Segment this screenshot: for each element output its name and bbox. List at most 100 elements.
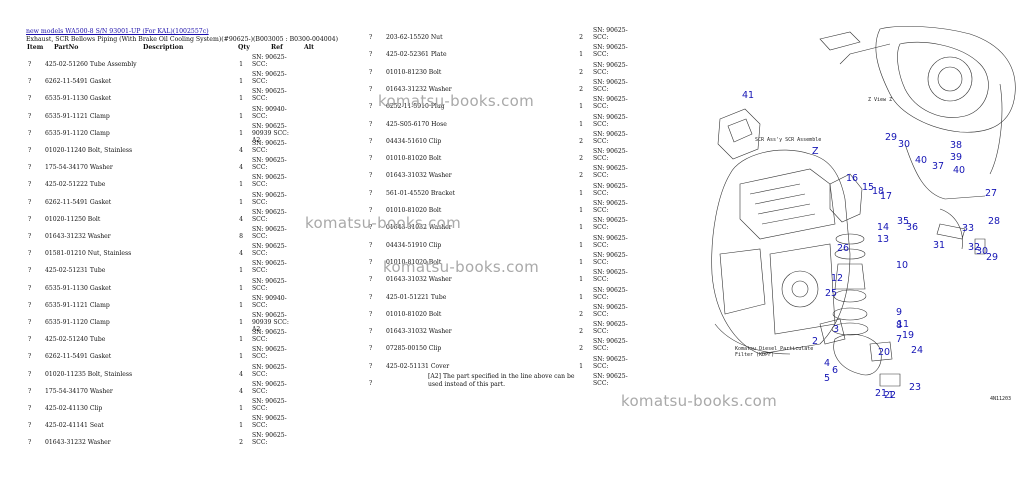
item-cell: ?	[28, 181, 32, 189]
item-cell: ?	[369, 103, 373, 111]
ref-cell: SN: 90625-90939 SCC: A2	[252, 122, 289, 144]
item-cell: ?	[369, 189, 373, 197]
exploded-view-drawing	[711, 25, 1016, 387]
callout: 37	[932, 161, 945, 172]
item-cell: ?	[369, 224, 373, 232]
part-cell: 6535-91-1130 Gasket	[45, 284, 112, 292]
part-cell: 01020-11235 Bolt, Stainless	[45, 370, 133, 378]
callout: 20	[878, 347, 891, 358]
qty-cell: 1	[239, 267, 243, 275]
qty-cell: 4	[239, 164, 243, 172]
item-cell: ?	[28, 370, 32, 378]
item-cell: ?	[28, 61, 32, 68]
item-cell: ?	[369, 258, 373, 266]
col-alt: Alt	[304, 44, 315, 51]
watermark: komatsu-books.com	[621, 392, 778, 410]
page-header: new models WA500-8 S/N 93001-UP (For KAL…	[26, 28, 338, 44]
callout: Z	[812, 146, 819, 157]
part-cell: 6252-11-5910 Plug	[386, 103, 445, 111]
watermark: komatsu-books.com	[378, 92, 535, 110]
callout: 10	[896, 260, 909, 271]
item-cell: ?	[28, 215, 32, 223]
ref-cell: SN: 90625- SCC:	[593, 286, 628, 301]
part-cell: 01643-31232 Washer	[386, 85, 452, 93]
qty-cell: 1	[579, 189, 583, 197]
qty-cell: 1	[239, 353, 243, 361]
ref-cell: SN: 90940- SCC:	[252, 105, 287, 120]
ref-cell: SN: 90625- SCC:	[593, 130, 628, 145]
item-cell: ?	[28, 319, 32, 326]
ref-cell: SN: 90625- SCC:	[252, 226, 287, 240]
part-cell: 425-02-52361 Plate	[386, 51, 447, 59]
part-cell: 6535-91-1120 Clamp	[45, 129, 110, 137]
callout: 40	[915, 155, 928, 166]
qty-cell: 2	[579, 172, 583, 180]
qty-cell: 4	[239, 215, 243, 223]
ref-cell: SN: 90625- SCC:	[593, 338, 628, 353]
part-cell: 01010-81020 Bolt	[386, 258, 442, 266]
callout: 2	[812, 336, 819, 347]
callout: 27	[985, 188, 998, 199]
ref-cell: SN: 90625- SCC:	[593, 27, 628, 41]
callout: 18	[872, 186, 885, 197]
qty-cell: 1	[579, 224, 583, 232]
part-cell: 01010-81230 Bolt	[386, 68, 442, 76]
ref-cell: SN: 90625- SCC:	[593, 217, 628, 232]
part-cell: 425-02-41141 Seat	[45, 422, 104, 430]
part-cell: 175-54-34170 Washer	[45, 387, 113, 395]
item-cell: ?	[369, 85, 373, 93]
part-cell: 425-02-51222 Tube	[45, 181, 106, 189]
item-cell: ?	[369, 328, 373, 336]
item-cell: ?	[28, 147, 32, 154]
qty-cell: 2	[579, 155, 583, 163]
callout: 12	[831, 273, 844, 284]
part-cell: 01643-31032 Washer	[386, 172, 452, 180]
qty-cell: 1	[239, 61, 243, 68]
ref-cell: SN: 90625- SCC:	[252, 140, 287, 154]
qty-cell: 1	[579, 276, 583, 284]
model-link[interactable]: new models WA500-8 S/N 93001-UP (For KAL…	[26, 28, 209, 35]
qty-cell: 1	[239, 319, 243, 326]
part-cell: 01581-01210 Nut, Stainless	[45, 250, 132, 258]
qty-cell: 1	[239, 284, 243, 292]
callout: 30	[898, 139, 911, 150]
part-cell: 6535-91-1120 Clamp	[45, 319, 110, 326]
callout: 14	[877, 222, 890, 233]
item-cell: ?	[28, 112, 32, 120]
item-cell: ?	[369, 120, 373, 128]
item-cell: ?	[28, 353, 32, 361]
qty-cell: 1	[579, 241, 583, 249]
scr-assy-label: SCR Ass'y SCR Assemble	[755, 137, 822, 143]
part-cell: 175-54-34170 Washer	[45, 164, 113, 172]
item-cell: ?	[369, 207, 373, 214]
part-cell: 6535-91-1121 Clamp	[45, 112, 110, 120]
qty-cell: 4	[239, 387, 243, 395]
ref-cell: SN: 90625- SCC:	[593, 321, 628, 336]
item-cell: ?	[369, 51, 373, 59]
part-cell: 6535-91-1130 Gasket	[45, 95, 112, 103]
part-cell: 01020-11240 Bolt, Stainless	[45, 147, 133, 154]
ref-cell: SN: 90625- SCC:	[252, 432, 287, 447]
qty-cell: 1	[579, 103, 583, 111]
item-cell: ?	[369, 172, 373, 180]
item-cell: ?	[28, 267, 32, 275]
qty-cell: 4	[239, 147, 243, 154]
part-cell: 425-02-41130 Clip	[45, 405, 103, 412]
ref-cell: SN: 90625- SCC:	[252, 88, 287, 103]
qty-cell: 1	[579, 207, 583, 214]
item-cell: ?	[28, 422, 32, 430]
qty-cell: 2	[579, 137, 583, 145]
qty-cell: 2	[579, 328, 583, 336]
callout: 32	[968, 242, 981, 253]
callout: 39	[950, 152, 963, 163]
ref-cell: SN: 90625- SCC:	[252, 398, 287, 412]
qty-cell: 1	[239, 112, 243, 120]
alt-note: [A2] The part specified in the line abov…	[428, 373, 575, 388]
part-cell: 01010-81020 Bolt	[386, 155, 442, 163]
part-cell: 01020-11250 Bolt	[45, 215, 101, 223]
ref-cell: SN: 90625- SCC:	[593, 373, 628, 387]
callout: 11	[897, 319, 910, 330]
qty-cell: 1	[239, 301, 243, 309]
ref-cell: SN: 90625- SCC:	[593, 61, 628, 76]
item-cell: ?	[28, 387, 32, 395]
